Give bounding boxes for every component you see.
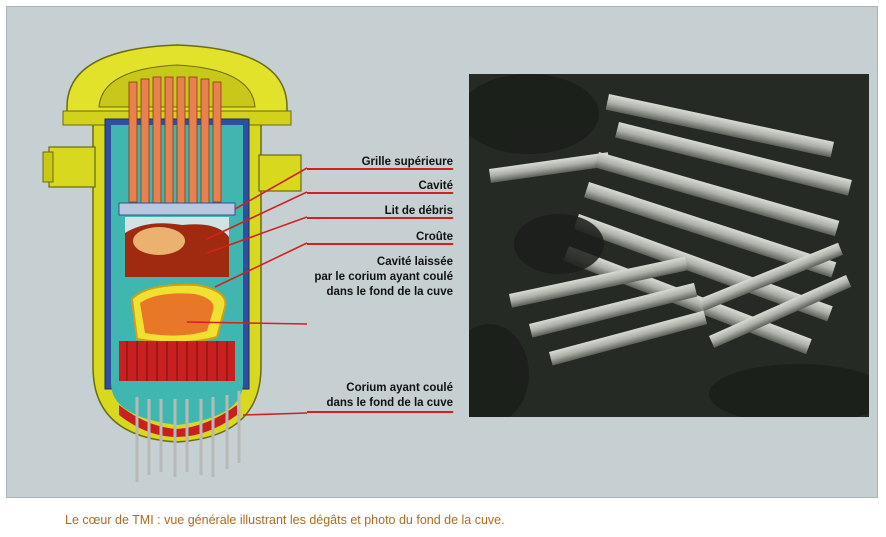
debris-glow	[133, 227, 185, 255]
label-corium-line1: Corium ayant coulé	[346, 382, 453, 394]
figure-panel: Grille supérieure Cavité Lit de débris C…	[6, 6, 878, 498]
inlet-nozzle-left-flange	[42, 151, 54, 183]
instrument-tubes	[135, 391, 241, 482]
inlet-nozzle-left	[48, 146, 96, 188]
label-debris-bed: Lit de débris	[384, 205, 453, 217]
label-cavity-left-line2: par le corium ayant coulé	[314, 271, 453, 283]
figure-caption: Le cœur de TMI : vue générale illustrant…	[65, 513, 505, 527]
outlet-nozzle-right	[258, 154, 302, 192]
upper-grid-plate	[118, 202, 236, 216]
label-cavity-left-line3: dans le fond de la cuve	[326, 286, 453, 298]
fuel-rod-fragments	[488, 94, 852, 366]
leader-cavity	[206, 191, 308, 240]
label-cavity: Cavité	[418, 180, 453, 192]
label-upper-grid: Grille supérieure	[361, 156, 453, 168]
leader-upper-grid	[234, 167, 308, 210]
photo-rendering	[469, 74, 869, 417]
lower-plenum	[111, 383, 243, 425]
labels-column: Grille supérieure Cavité Lit de débris C…	[307, 147, 453, 427]
label-underline-cavity	[307, 192, 453, 194]
leader-debris-bed	[206, 216, 308, 254]
label-cavity-left-line1: Cavité laissée	[376, 256, 453, 268]
leader-crust	[214, 242, 308, 288]
label-underline-debris-bed	[307, 217, 453, 219]
reactor-vessel-illustration	[42, 44, 308, 482]
leader-corium	[242, 412, 308, 416]
label-underline-upper-grid	[307, 168, 453, 170]
label-crust: Croûte	[415, 231, 453, 243]
vessel-bottom-photo	[469, 74, 869, 417]
molten-core	[140, 293, 214, 336]
leader-lines	[186, 167, 308, 416]
label-underline-corium	[307, 411, 453, 413]
control-rod-assemblies	[128, 76, 222, 206]
lower-fuel-stripes	[126, 341, 228, 381]
label-corium-line2: dans le fond de la cuve	[326, 397, 453, 409]
photo-shadows	[469, 74, 869, 417]
leader-cavity-left	[186, 321, 308, 325]
label-underline-crust	[307, 243, 453, 245]
